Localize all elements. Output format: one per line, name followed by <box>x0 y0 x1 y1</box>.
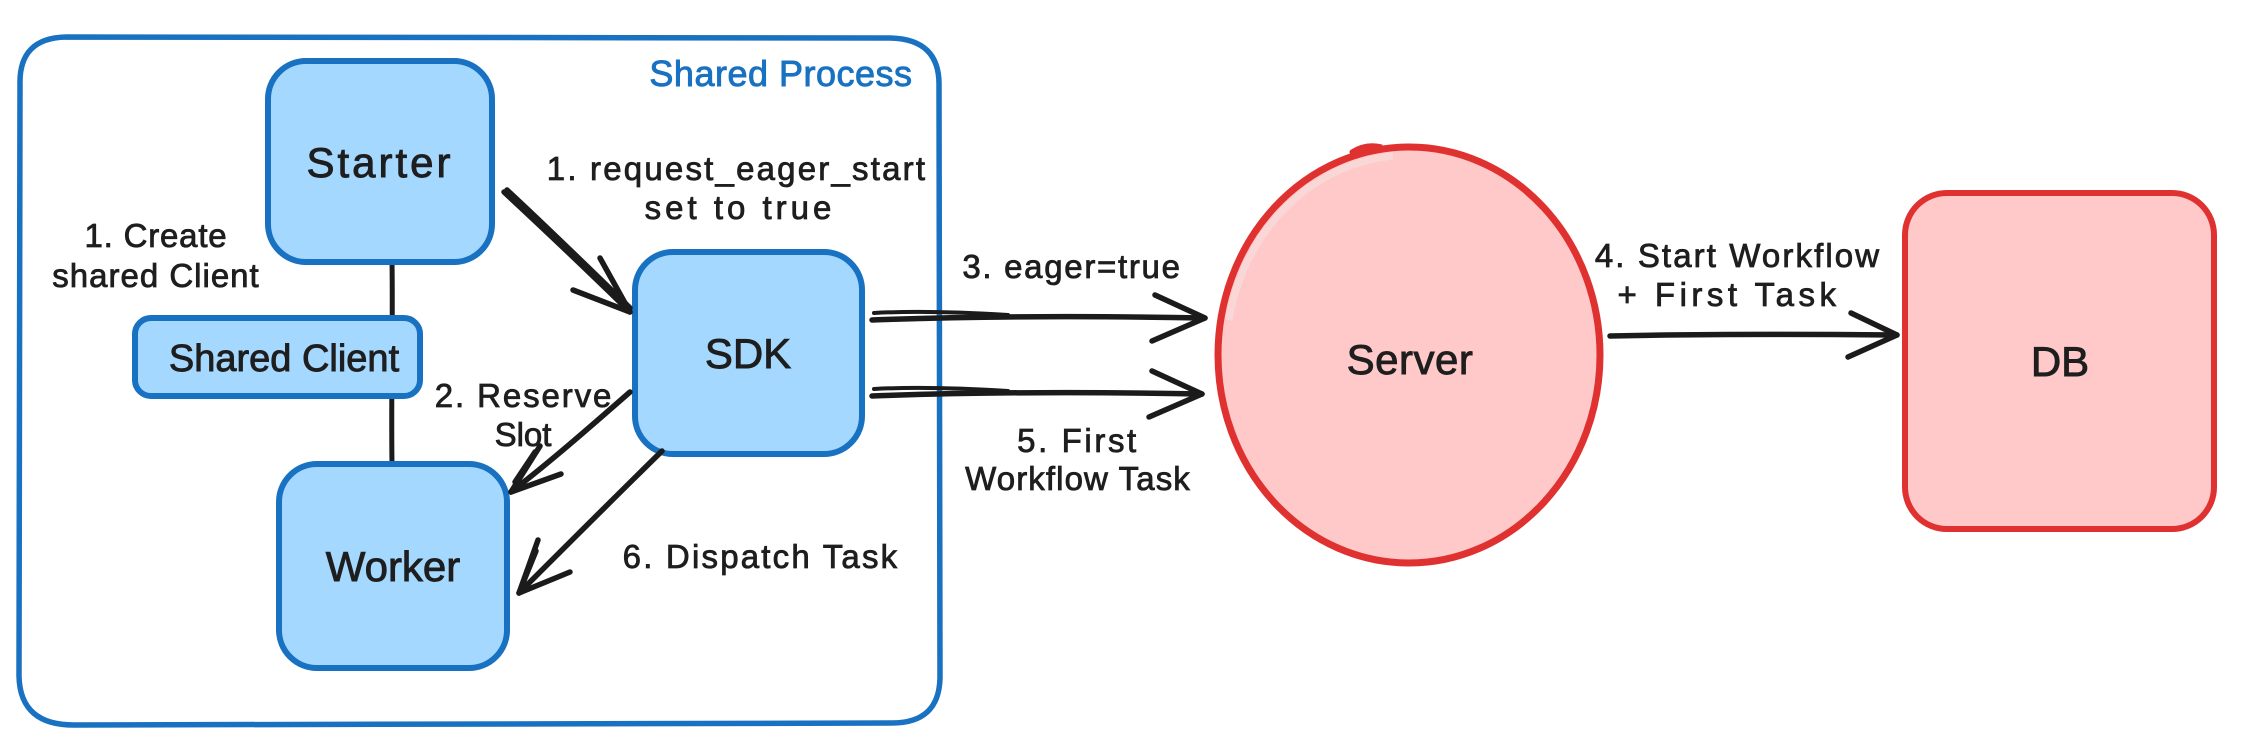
svg-text:1. request_eager_start: 1. request_eager_start <box>547 150 927 187</box>
svg-text:5. First: 5. First <box>1017 422 1139 459</box>
svg-text:6. Dispatch Task: 6. Dispatch Task <box>623 538 900 575</box>
svg-text:+ First Task: + First Task <box>1617 276 1840 313</box>
svg-text:shared Client: shared Client <box>52 257 259 294</box>
svg-text:set to true: set to true <box>645 189 836 226</box>
svg-text:DB: DB <box>2031 338 2089 385</box>
svg-text:Shared Client: Shared Client <box>169 338 400 380</box>
svg-text:3. eager=true: 3. eager=true <box>962 248 1181 285</box>
svg-text:4. Start Workflow: 4. Start Workflow <box>1595 237 1881 274</box>
svg-text:SDK: SDK <box>705 330 791 377</box>
svg-text:1. Create: 1. Create <box>85 217 228 254</box>
svg-text:Shared Process: Shared Process <box>649 53 912 94</box>
svg-text:2. Reserve: 2. Reserve <box>435 377 614 414</box>
svg-text:Slot: Slot <box>495 416 552 453</box>
svg-text:Worker: Worker <box>326 543 461 590</box>
svg-text:Server: Server <box>1347 336 1474 383</box>
svg-text:Starter: Starter <box>306 139 453 186</box>
svg-text:Workflow Task: Workflow Task <box>965 460 1191 497</box>
